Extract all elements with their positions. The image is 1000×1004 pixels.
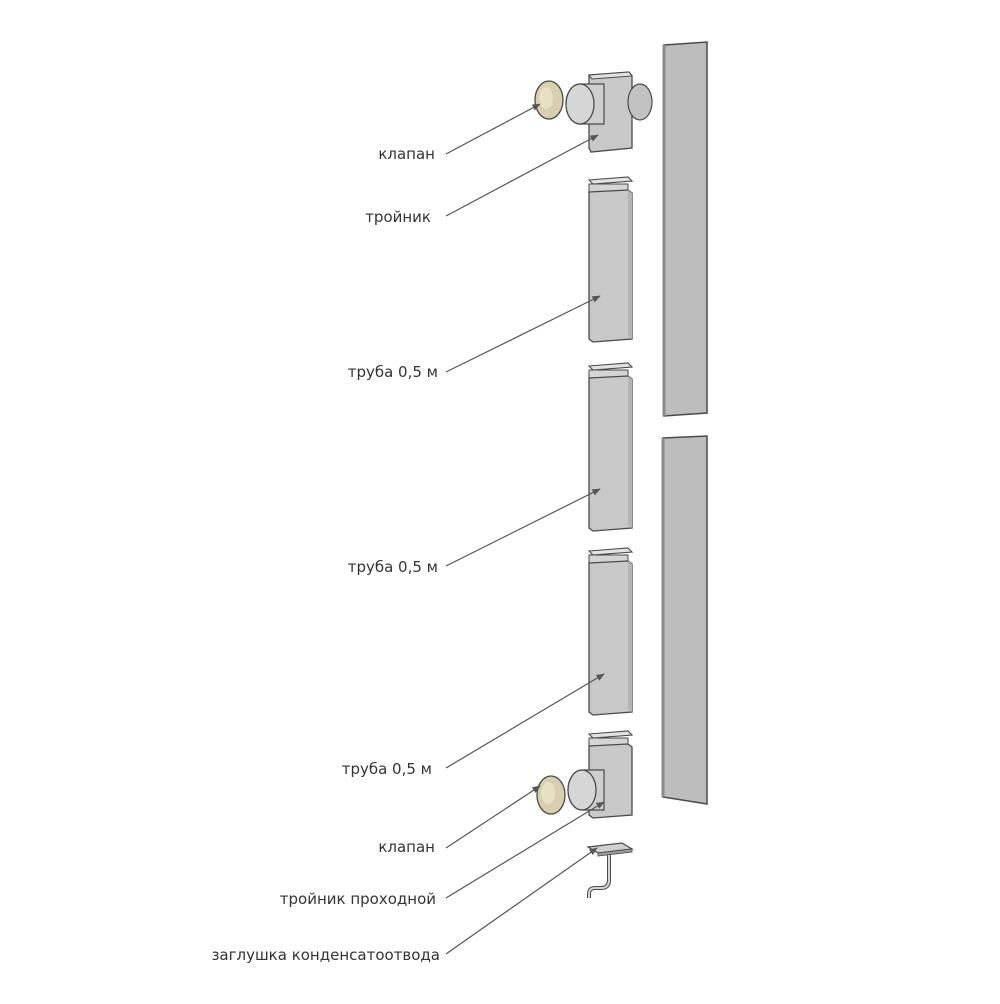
label-pipe-2: труба 0,5 м (348, 558, 438, 576)
label-condensate-cap: заглушка конденсатоотвода (211, 946, 440, 964)
pipe-segment-1 (587, 176, 634, 343)
wall-panel-upper (662, 41, 708, 417)
pipe-segment-3 (587, 547, 634, 716)
tee-through (567, 730, 634, 819)
leader-lines (445, 103, 605, 955)
valve-bottom-cap (536, 775, 566, 815)
pipe-segment-2 (587, 362, 634, 532)
label-valve-top: клапан (378, 145, 435, 163)
label-pipe-1: труба 0,5 м (348, 363, 438, 381)
label-pipe-3: труба 0,5 м (342, 760, 432, 778)
label-valve-bottom: клапан (378, 838, 435, 856)
tee-top (565, 71, 653, 153)
wall-panel-lower (661, 435, 708, 805)
valve-top-cap (534, 80, 564, 120)
condensate-cap (586, 842, 634, 898)
label-tee-through: тройник проходной (280, 890, 436, 908)
label-tee: тройник (365, 208, 431, 226)
